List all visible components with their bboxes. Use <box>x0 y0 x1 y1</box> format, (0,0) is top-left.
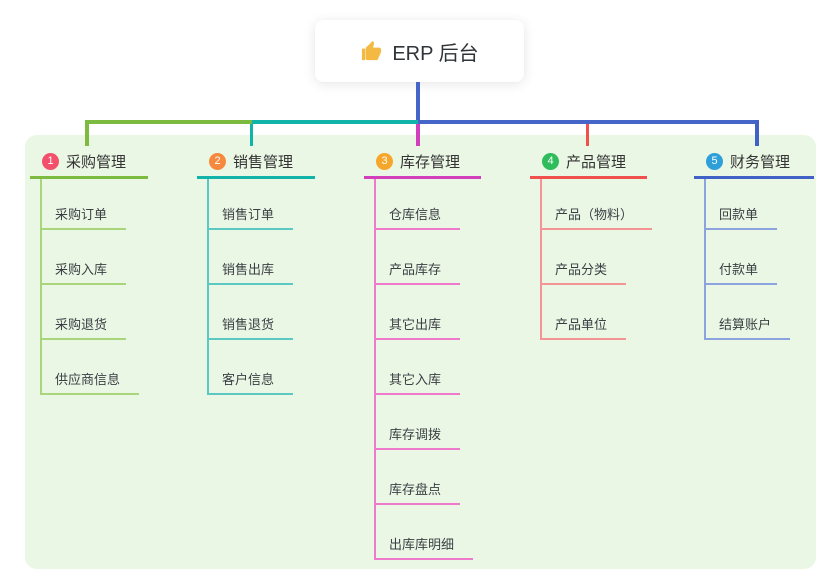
child-underline <box>704 338 790 340</box>
connector-branch-drop-2 <box>250 124 253 146</box>
child-underline <box>540 338 626 340</box>
branch-label: 销售管理 <box>233 154 294 171</box>
branch-child-spine <box>540 179 542 340</box>
branch-underline <box>30 176 148 179</box>
branch-header-4[interactable]: 4 产品管理 <box>542 151 626 172</box>
child-node[interactable]: 出库库明细 <box>389 537 455 552</box>
child-node[interactable]: 采购退货 <box>55 317 108 332</box>
child-node[interactable]: 其它出库 <box>389 317 442 332</box>
branch-child-spine <box>704 179 706 340</box>
child-node[interactable]: 供应商信息 <box>55 372 121 387</box>
thumbs-up-icon <box>360 40 383 63</box>
connector-branch-drop-1 <box>85 120 89 146</box>
child-node[interactable]: 回款单 <box>719 207 759 222</box>
branch-badge: 4 <box>542 153 559 170</box>
root-label: ERP 后台 <box>392 42 479 65</box>
child-node[interactable]: 其它入库 <box>389 372 442 387</box>
branch-child-spine <box>40 179 42 395</box>
child-underline <box>374 228 460 230</box>
child-node[interactable]: 产品（物料） <box>555 207 634 222</box>
child-node[interactable]: 销售出库 <box>222 262 275 277</box>
child-underline <box>374 338 460 340</box>
child-node[interactable]: 库存盘点 <box>389 482 442 497</box>
child-underline <box>207 393 293 395</box>
child-underline <box>540 228 652 230</box>
child-underline <box>207 338 293 340</box>
child-node[interactable]: 产品分类 <box>555 262 608 277</box>
root-node[interactable]: ERP 后台 <box>315 20 524 82</box>
branch-child-spine <box>374 179 376 560</box>
branch-underline <box>694 176 814 179</box>
child-underline <box>374 503 460 505</box>
branch-header-3[interactable]: 3 库存管理 <box>376 151 460 172</box>
child-underline <box>40 283 126 285</box>
child-underline <box>40 338 126 340</box>
child-underline <box>207 283 293 285</box>
branch-underline <box>530 176 647 179</box>
branch-header-1[interactable]: 1 采购管理 <box>42 151 126 172</box>
child-underline <box>704 228 777 230</box>
branch-badge: 2 <box>209 153 226 170</box>
connector-branch-drop-4 <box>586 124 589 146</box>
child-underline <box>374 448 460 450</box>
child-underline <box>374 283 460 285</box>
child-underline <box>40 228 126 230</box>
child-node[interactable]: 产品库存 <box>389 262 442 277</box>
child-node[interactable]: 产品单位 <box>555 317 608 332</box>
child-node[interactable]: 库存调拨 <box>389 427 442 442</box>
branch-label: 财务管理 <box>730 154 791 171</box>
branch-badge: 3 <box>376 153 393 170</box>
child-underline <box>40 393 139 395</box>
child-node[interactable]: 付款单 <box>719 262 759 277</box>
branch-underline <box>197 176 315 179</box>
connector-horizontal-segment-2 <box>252 120 418 124</box>
branch-header-2[interactable]: 2 销售管理 <box>209 151 293 172</box>
branch-label: 采购管理 <box>66 154 127 171</box>
mindmap-background-panel <box>25 135 816 569</box>
branch-label: 库存管理 <box>400 154 461 171</box>
child-node[interactable]: 销售退货 <box>222 317 275 332</box>
connector-horizontal-segment-1 <box>85 120 252 124</box>
branch-badge: 1 <box>42 153 59 170</box>
branch-header-5[interactable]: 5 财务管理 <box>706 151 790 172</box>
child-node[interactable]: 采购入库 <box>55 262 108 277</box>
child-node[interactable]: 仓库信息 <box>389 207 442 222</box>
child-node[interactable]: 销售订单 <box>222 207 275 222</box>
child-underline <box>374 558 473 560</box>
branch-child-spine <box>207 179 209 395</box>
connector-root-vertical <box>416 82 420 124</box>
branch-underline <box>364 176 481 179</box>
branch-badge: 5 <box>706 153 723 170</box>
child-node[interactable]: 客户信息 <box>222 372 275 387</box>
child-underline <box>704 283 777 285</box>
connector-branch-drop-3 <box>416 124 420 146</box>
branch-label: 产品管理 <box>566 154 627 171</box>
child-underline <box>207 228 293 230</box>
child-node[interactable]: 采购订单 <box>55 207 108 222</box>
child-underline <box>374 393 460 395</box>
child-node[interactable]: 结算账户 <box>719 317 772 332</box>
connector-horizontal-segment-3 <box>418 120 759 124</box>
connector-branch-drop-5 <box>755 120 759 146</box>
child-underline <box>540 283 626 285</box>
